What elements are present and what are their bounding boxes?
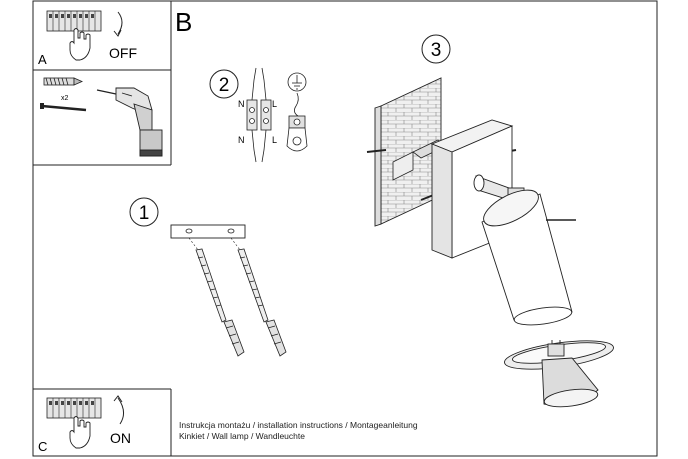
screw-icon	[237, 248, 269, 323]
rotate-arrow-head	[113, 395, 123, 403]
wall-plug-icon	[43, 77, 83, 86]
panel-c-action: ON	[110, 430, 131, 446]
footer-line-2: Kinkiet / Wall lamp / Wandleuchte	[179, 431, 305, 441]
wire-label-l-top: L	[272, 99, 277, 109]
step-number-circle	[421, 34, 451, 64]
wire-label-n-top: N	[238, 99, 245, 109]
screw-icon	[40, 103, 87, 112]
ground-terminal	[286, 115, 308, 152]
hand-icon	[69, 28, 91, 61]
tools-panel: x2	[40, 77, 163, 157]
wall-plug-icon	[223, 319, 245, 357]
step-3: 3	[366, 34, 614, 408]
panel-a-label: A	[38, 52, 47, 67]
panel-b-label: B	[175, 7, 192, 37]
step-number-circle	[129, 197, 159, 227]
screw-icon	[366, 149, 387, 153]
panel-c-label: C	[38, 439, 47, 454]
terminal-block-icon	[46, 10, 102, 32]
footer-caption: Instrukcja montażu / installation instru…	[179, 420, 418, 442]
anchor-count: x2	[61, 95, 69, 102]
step-2: 2 N L N L	[209, 67, 308, 163]
step-1-number: 1	[139, 203, 150, 224]
outer-frame	[32, 0, 658, 457]
step-number-circle	[209, 69, 239, 99]
ground-symbol-icon	[287, 72, 307, 92]
mounting-plate	[170, 224, 246, 239]
panel-c: ON C	[38, 395, 131, 454]
wire-label-n-bottom: N	[238, 135, 245, 145]
lamp-shade	[481, 189, 573, 326]
footer-line-1: Instrukcja montażu / installation instru…	[179, 420, 418, 430]
step-3-number: 3	[431, 40, 442, 61]
rotate-arrow-icon	[117, 11, 123, 35]
step-2-number: 2	[219, 75, 230, 96]
screw-icon	[195, 248, 227, 323]
ground-wire	[294, 92, 299, 117]
wire-label-l-bottom: L	[272, 135, 277, 145]
panel-a: OFF A	[38, 10, 137, 67]
guide-line	[188, 237, 199, 251]
panel-a-action: OFF	[109, 45, 137, 61]
step-1: 1	[129, 197, 287, 357]
guide-line	[230, 237, 241, 251]
hand-icon	[69, 416, 91, 449]
terminal-block-icon	[46, 397, 102, 419]
wall-plug-icon	[265, 319, 287, 357]
rotate-arrow-head	[113, 29, 122, 37]
rotate-arrow-icon	[117, 397, 124, 425]
drill-icon	[96, 87, 163, 157]
bulb-icon	[541, 340, 599, 408]
wire-connector	[246, 67, 272, 163]
